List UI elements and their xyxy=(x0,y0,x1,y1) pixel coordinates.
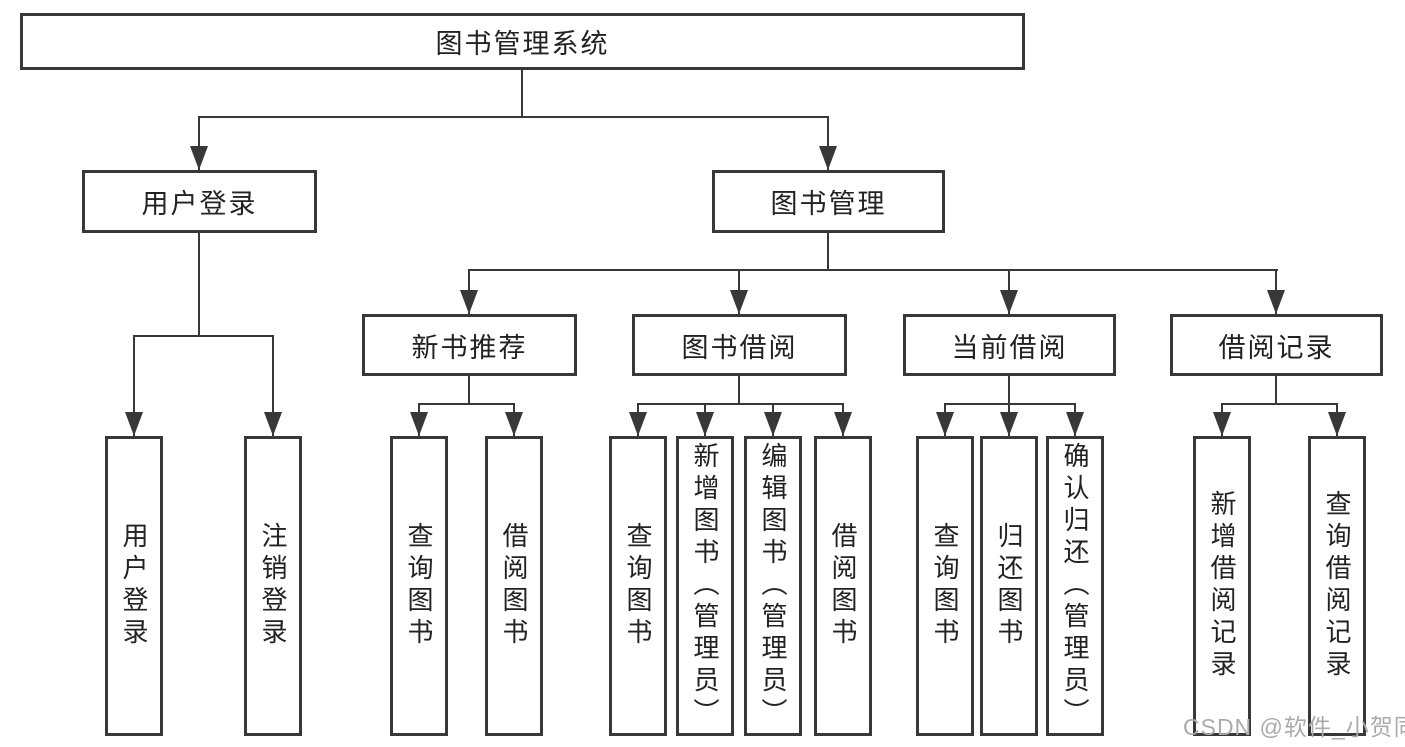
node-borrowing-records: 借阅记录 xyxy=(1170,314,1383,376)
connector-login-to-login-leaf xyxy=(133,335,135,436)
arrowhead-borrow-add xyxy=(696,412,714,436)
arrowhead-current-return xyxy=(1000,412,1018,436)
connector-root-to-login xyxy=(198,116,200,170)
arrowhead-current-query xyxy=(936,412,954,436)
leaf-label: 确认归还（管理员） xyxy=(1060,442,1090,730)
arrowhead-record-query xyxy=(1328,412,1346,436)
connector-current-split xyxy=(944,403,1076,405)
arrowhead-borrow-edit xyxy=(764,412,782,436)
leaf-label: 新增图书（管理员） xyxy=(690,442,720,730)
connector-record-split xyxy=(1221,403,1338,405)
arrowhead-borrow-do xyxy=(834,412,852,436)
arrowhead-to-rec xyxy=(460,290,478,314)
arrowhead-rec-borrow xyxy=(505,412,523,436)
leaf-borrow-add-books-admin: 新增图书（管理员） xyxy=(676,436,734,736)
leaf-label: 编辑图书（管理员） xyxy=(758,442,788,730)
arrowhead-to-login xyxy=(190,146,208,170)
arrowhead-borrow-query xyxy=(629,412,647,436)
connector-root-split xyxy=(198,116,829,118)
connector-borrow-stem xyxy=(738,376,740,405)
node-label: 借阅记录 xyxy=(1218,332,1335,363)
leaf-current-query-books: 查询图书 xyxy=(916,436,974,736)
arrowhead-to-borrow xyxy=(730,290,748,314)
connector-rec-stem xyxy=(468,376,470,405)
leaf-label: 新增借阅记录 xyxy=(1207,490,1237,682)
node-label: 新书推荐 xyxy=(411,332,528,363)
leaf-current-confirm-return-admin: 确认归还（管理员） xyxy=(1046,436,1104,736)
node-book-borrowing: 图书借阅 xyxy=(632,314,847,376)
connector-root-stem xyxy=(521,70,523,117)
leaf-label: 查询图书 xyxy=(623,522,653,650)
connector-borrow-split xyxy=(637,403,844,405)
connector-mgmt-stem xyxy=(827,233,829,271)
node-label: 图书借阅 xyxy=(681,332,798,363)
connector-login-to-logout-leaf xyxy=(272,335,274,436)
node-label: 用户登录 xyxy=(141,189,258,219)
leaf-label: 查询图书 xyxy=(930,522,960,650)
leaf-label: 用户登录 xyxy=(119,522,149,650)
arrowhead-to-mgmt xyxy=(819,146,837,170)
leaf-label: 借阅图书 xyxy=(499,522,529,650)
node-label: 当前借阅 xyxy=(951,332,1068,363)
connector-rec-split xyxy=(418,403,515,405)
leaf-current-return-books: 归还图书 xyxy=(980,436,1038,736)
node-new-book-recommendation: 新书推荐 xyxy=(362,314,577,376)
node-book-management: 图书管理 xyxy=(712,170,945,233)
leaf-label: 借阅图书 xyxy=(828,522,858,650)
node-library-management-system: 图书管理系统 xyxy=(20,13,1025,70)
leaf-record-query-borrow-record: 查询借阅记录 xyxy=(1308,436,1366,736)
leaf-borrow-query-books: 查询图书 xyxy=(609,436,667,736)
arrowhead-current-confirm xyxy=(1066,412,1084,436)
leaf-rec-borrow-books: 借阅图书 xyxy=(485,436,543,736)
arrowhead-to-current xyxy=(1000,290,1018,314)
arrowhead-to-logout-leaf xyxy=(264,412,282,436)
connector-current-stem xyxy=(1008,376,1010,405)
node-label: 图书管理系统 xyxy=(435,29,610,59)
leaf-rec-query-books: 查询图书 xyxy=(390,436,448,736)
node-current-borrowing: 当前借阅 xyxy=(903,314,1116,376)
arrowhead-rec-query xyxy=(410,412,428,436)
connector-root-to-mgmt xyxy=(827,116,829,170)
leaf-record-add-borrow-record: 新增借阅记录 xyxy=(1193,436,1251,736)
leaf-label: 查询图书 xyxy=(404,522,434,650)
connector-login-stem xyxy=(198,233,200,336)
leaf-borrow-borrow-books: 借阅图书 xyxy=(814,436,872,736)
node-user-login: 用户登录 xyxy=(82,170,317,233)
leaf-label: 归还图书 xyxy=(994,522,1024,650)
leaf-user-login: 用户登录 xyxy=(105,436,163,736)
connector-mgmt-split xyxy=(468,269,1278,271)
leaf-label: 查询借阅记录 xyxy=(1322,490,1352,682)
node-label: 图书管理 xyxy=(770,189,887,219)
connector-login-split xyxy=(133,335,274,337)
leaf-logout: 注销登录 xyxy=(244,436,302,736)
arrowhead-to-login-leaf xyxy=(125,412,143,436)
leaf-borrow-edit-books-admin: 编辑图书（管理员） xyxy=(744,436,802,736)
csdn-watermark: CSDN @软件_小贺同学 xyxy=(1183,714,1405,740)
arrowhead-to-record xyxy=(1267,290,1285,314)
leaf-label: 注销登录 xyxy=(258,522,288,650)
connector-record-stem xyxy=(1275,376,1277,405)
arrowhead-record-add xyxy=(1213,412,1231,436)
